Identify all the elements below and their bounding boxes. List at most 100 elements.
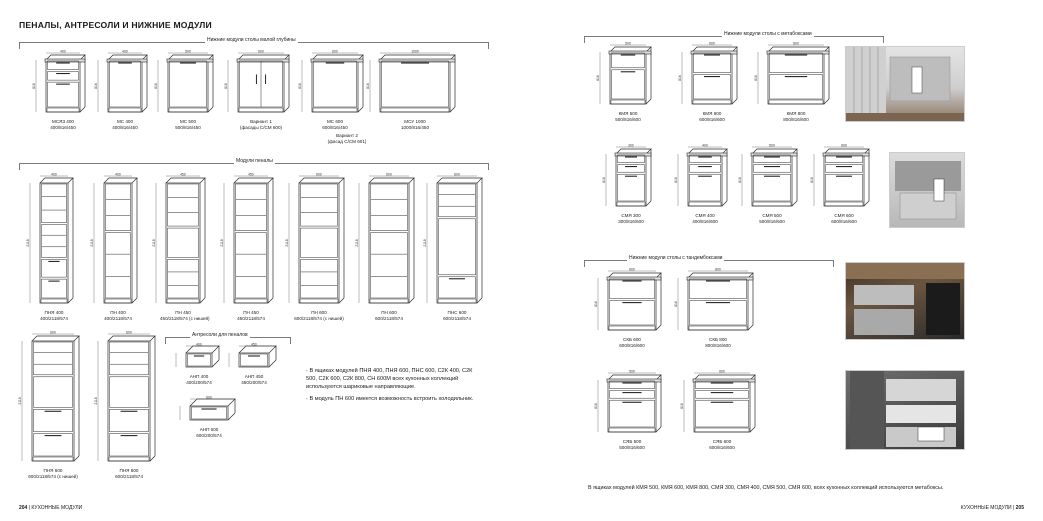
cabinet-name: Вариант 2 xyxy=(336,133,358,138)
drawer-front xyxy=(617,164,645,173)
cabinet-name: МС 400 xyxy=(116,119,134,124)
shelf xyxy=(167,259,199,299)
width-label: 450 xyxy=(180,173,186,176)
cabinet-name: ПН 400 xyxy=(110,310,126,315)
countertop xyxy=(606,276,662,281)
cabinet-dims: 400/2118/574 xyxy=(40,316,68,321)
cabinet-dims: 600/816/450 xyxy=(322,125,348,130)
cabinet-dims: 500/816/600 xyxy=(615,117,641,122)
drawer-photo-graphic xyxy=(895,161,961,220)
cabinet-bottom-edge xyxy=(267,297,274,304)
cabinet-name: ПНС 600 xyxy=(447,310,467,315)
note-bullet: - xyxy=(306,368,308,374)
cabinet-top-edge xyxy=(311,54,364,61)
shelf xyxy=(167,183,199,227)
width-label: 500 xyxy=(185,50,191,53)
folio-left: 204 | КУХОННЫЕ МОДУЛИ xyxy=(19,505,83,511)
section-header-mezz: Антресоли для пеналов xyxy=(190,332,250,338)
height-label: 816 xyxy=(298,83,302,89)
drawer-front xyxy=(609,399,655,428)
cabinet-name: СМЯ 500 xyxy=(762,213,782,218)
plinth xyxy=(32,456,74,462)
height-label: 816 xyxy=(674,177,678,183)
photo-metabox-1 xyxy=(845,46,965,122)
cabinet-dims: 600/2118/574 (с нишей) xyxy=(294,316,344,321)
width-label: 500 xyxy=(629,370,635,373)
cabinet-dims: 400/816/600 xyxy=(692,219,718,224)
plinth xyxy=(608,427,656,433)
cabinet-name: ПН 450 xyxy=(175,310,191,315)
cabinet-name: ПНЯ 600 xyxy=(119,468,139,473)
shelf xyxy=(105,183,131,231)
cabinet-bottom-edge xyxy=(79,106,86,113)
cabinet-bottom-edge xyxy=(408,297,415,304)
width-label: 300 xyxy=(628,144,634,147)
cabinet-name: МС 600 xyxy=(326,119,344,124)
cabinet-name: АНП 400 xyxy=(189,374,209,379)
section-bracket-tall xyxy=(19,163,489,170)
cabinet-top-edge xyxy=(379,54,456,61)
width-label: 600 xyxy=(332,50,338,53)
cabinet-front xyxy=(39,182,69,304)
cabinet-top-edge xyxy=(436,177,483,184)
drawer-front xyxy=(41,259,67,278)
drawer-front xyxy=(609,390,655,399)
width-label: 450 xyxy=(251,343,257,346)
cabinet-bottom-edge xyxy=(791,200,798,207)
height-label: 2118 xyxy=(90,239,94,246)
plinth xyxy=(692,99,732,105)
plinth xyxy=(46,107,80,113)
plinth xyxy=(824,201,864,207)
cabinet-top-edge xyxy=(103,177,138,184)
shelf xyxy=(41,183,67,223)
shelf xyxy=(41,224,67,258)
cabinet-bottom-edge xyxy=(449,106,456,113)
cabinet-top-edge xyxy=(607,374,662,381)
drawer-front xyxy=(753,154,791,163)
drawer-front xyxy=(695,380,749,389)
width-label: 500 xyxy=(769,144,775,147)
cabinet-name: СМЯ 600 xyxy=(834,213,854,218)
cabinet-dims: 800/816/600 xyxy=(783,117,809,122)
cabinet-bottom-edge xyxy=(476,297,483,304)
cabinet-top-edge xyxy=(233,177,274,184)
countertop xyxy=(44,58,86,63)
drawer-front xyxy=(47,71,79,81)
cabinet-top-edge xyxy=(39,177,74,184)
drawer-front xyxy=(609,300,655,326)
width-label: 600 xyxy=(316,173,322,176)
plinth xyxy=(108,107,142,113)
section-bracket-shallow xyxy=(19,42,489,49)
width-label: 600 xyxy=(206,396,212,399)
height-label: 816 xyxy=(810,177,814,183)
drawer-front xyxy=(609,278,655,299)
cabinet-dims: 500/816/600 xyxy=(759,219,785,224)
drawer-front xyxy=(617,154,645,163)
height-label: 2118 xyxy=(152,239,156,246)
cabinet-name: СЯБ 600 xyxy=(712,439,732,444)
cabinet-bottom-edge xyxy=(268,359,277,368)
cabinet-caption: Вариант 1(фасады С/СМ 600) xyxy=(232,119,290,131)
drawer-front xyxy=(825,154,863,163)
height-label: 816 xyxy=(366,83,370,89)
drawer-front xyxy=(240,353,268,367)
cabinet-top-edge xyxy=(189,398,236,407)
cabinet-front xyxy=(107,59,143,113)
cabinet-top-edge xyxy=(687,148,728,155)
